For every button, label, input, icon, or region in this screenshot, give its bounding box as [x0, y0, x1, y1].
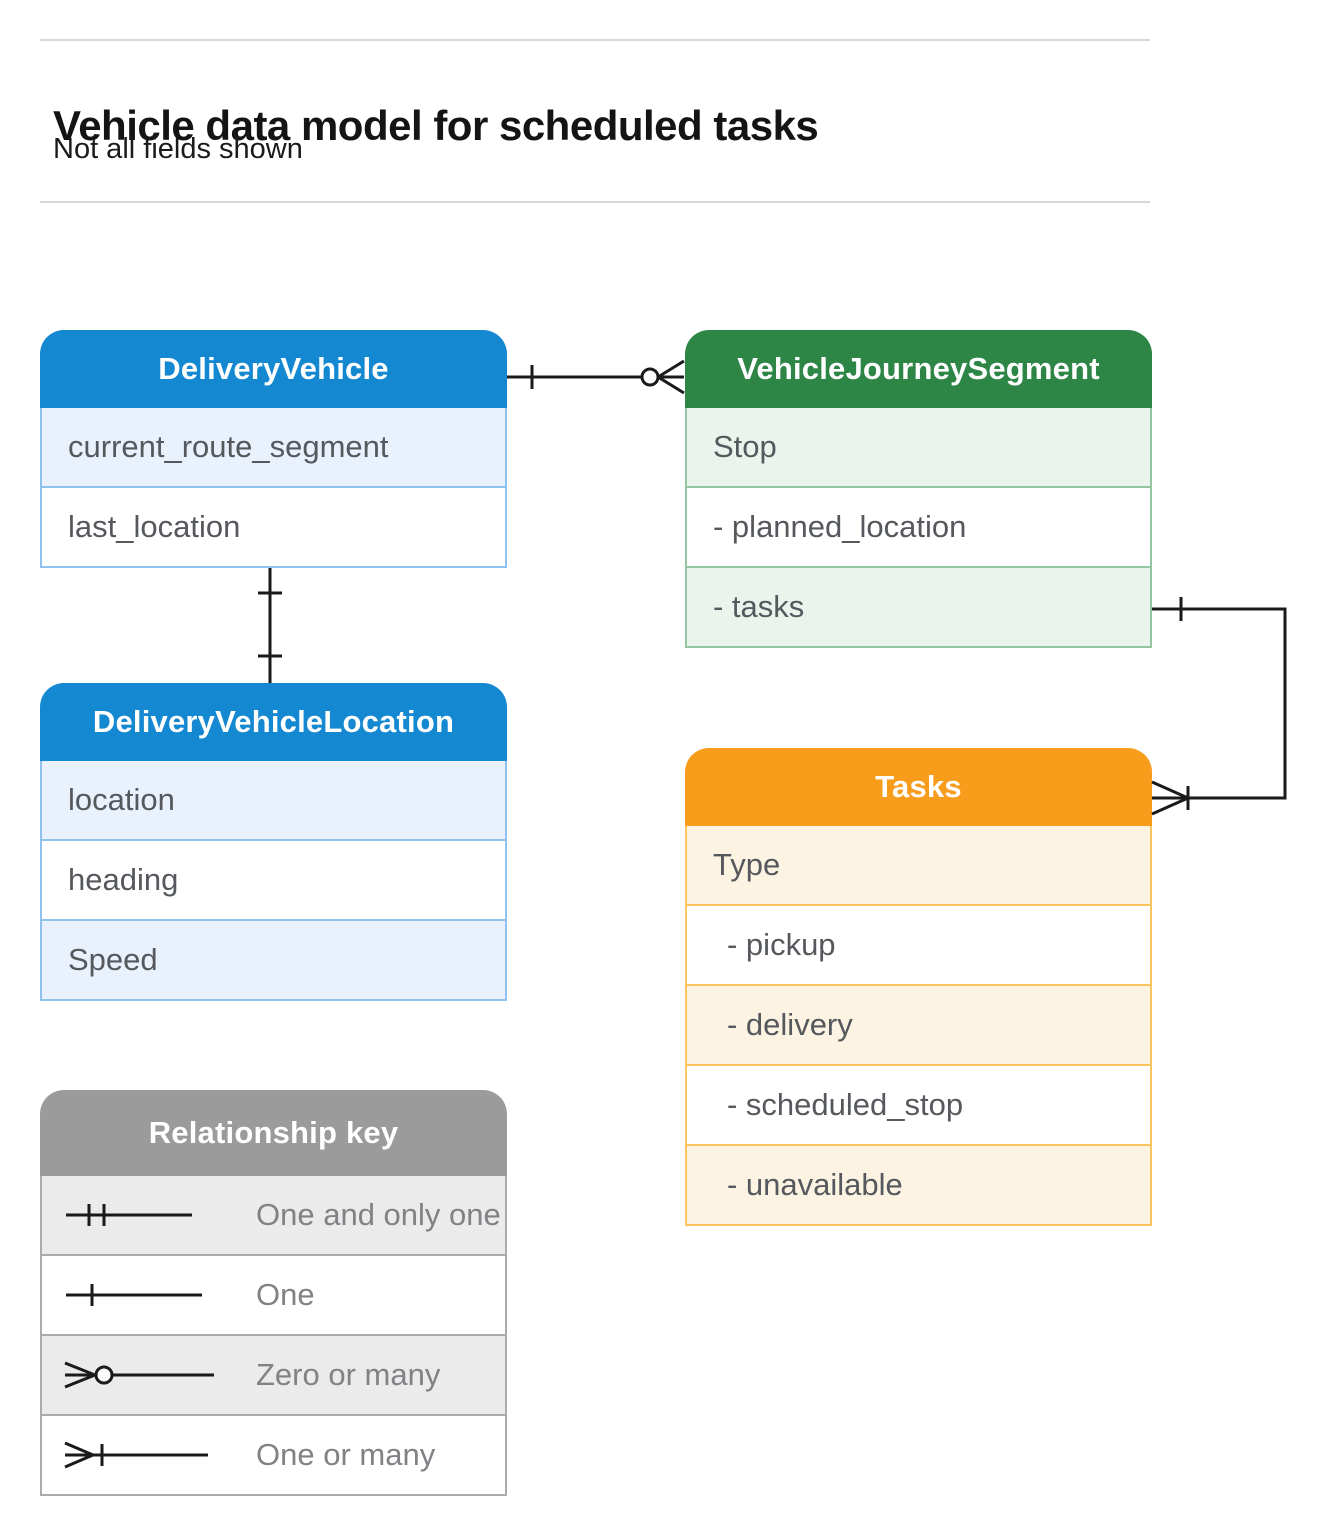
entity-vehiclejourneysegment: VehicleJourneySegment Stop- planned_loca…: [685, 330, 1152, 648]
entity-field-row: - delivery: [687, 984, 1150, 1064]
legend-item-label: Zero or many: [256, 1357, 441, 1392]
entity-field-row: - tasks: [687, 566, 1150, 646]
page-subtitle: Not all fields shown: [53, 133, 303, 165]
page-title: Vehicle data model for scheduled tasks: [53, 102, 819, 150]
connector-deliveryvehicle-to-deliveryvehiclelocation: [258, 568, 282, 683]
legend-item-one-or-many: One or many: [42, 1414, 505, 1494]
entity-field-row: location: [42, 761, 505, 839]
one-or-many-symbol-icon: [64, 1441, 208, 1469]
entity-title: Tasks: [685, 748, 1152, 826]
entity-field-row: - planned_location: [687, 486, 1150, 566]
entity-field-row: Stop: [687, 408, 1150, 486]
legend-item-label: One and only one: [256, 1197, 501, 1232]
connector-deliveryvehicle-to-vehiclejourneysegment: [507, 359, 685, 395]
entity-field-row: - pickup: [687, 904, 1150, 984]
divider-line: [40, 39, 1150, 41]
entity-field-list: Type- pickup- delivery- scheduled_stop- …: [685, 826, 1152, 1226]
one-and-only-one-symbol-icon: [66, 1204, 192, 1226]
entity-field-row: - unavailable: [687, 1144, 1150, 1224]
divider-line: [40, 201, 1150, 203]
one-symbol-icon: [66, 1284, 202, 1306]
entity-tasks: Tasks Type- pickup- delivery- scheduled_…: [685, 748, 1152, 1226]
entity-field-row: current_route_segment: [42, 408, 505, 486]
entity-field-row: Type: [687, 826, 1150, 904]
zero-or-many-symbol-icon: [64, 1361, 214, 1389]
entity-title: VehicleJourneySegment: [685, 330, 1152, 408]
legend-item-label: One: [256, 1277, 315, 1312]
entity-title: DeliveryVehicleLocation: [40, 683, 507, 761]
entity-field-row: - scheduled_stop: [687, 1064, 1150, 1144]
zero-circle: [640, 367, 660, 387]
crow-foot-prong: [1151, 780, 1189, 800]
legend-item-zero-or-many: Zero or many: [42, 1334, 505, 1414]
entity-field-row: last_location: [42, 486, 505, 566]
entity-title: DeliveryVehicle: [40, 330, 507, 408]
legend-item-label: One or many: [256, 1437, 436, 1472]
legend-title: Relationship key: [40, 1090, 507, 1176]
connector-vehiclejourneysegment-to-tasks: [1151, 597, 1287, 816]
entity-field-list: Stop- planned_location- tasks: [685, 408, 1152, 648]
legend-item-one: One: [42, 1254, 505, 1334]
crow-foot-prong: [657, 375, 685, 395]
entity-field-row: Speed: [42, 919, 505, 999]
entity-field-row: heading: [42, 839, 505, 919]
crow-foot-prong: [1151, 796, 1189, 816]
legend-item-one-and-only-one: One and only one: [42, 1176, 505, 1254]
crow-foot-prong: [657, 359, 685, 379]
